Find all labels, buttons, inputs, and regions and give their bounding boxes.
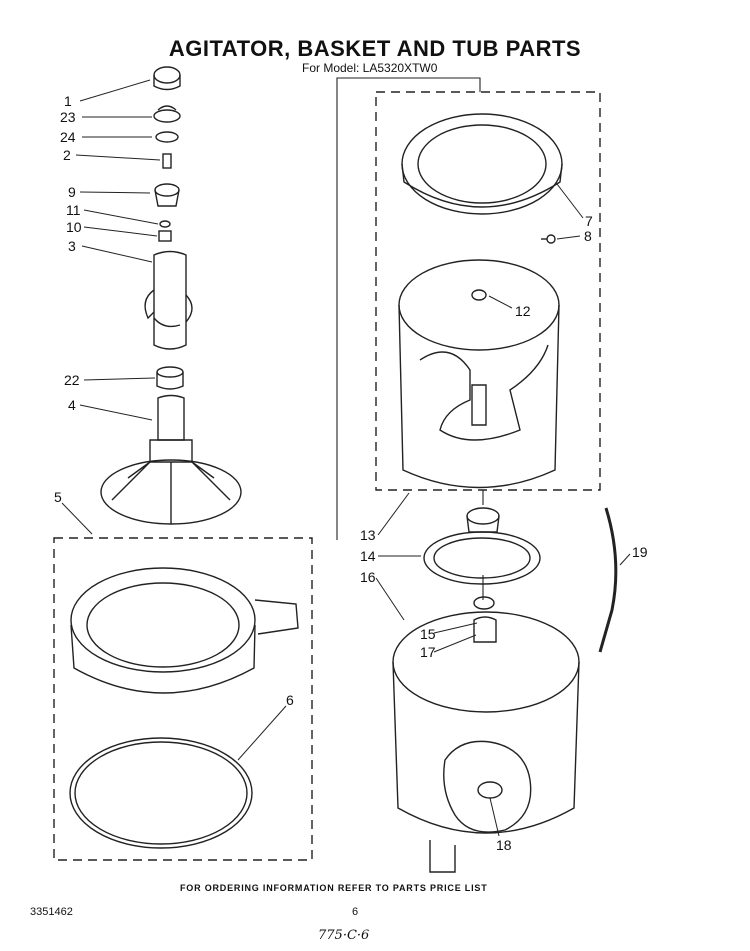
cap-retainer-part: [153, 105, 181, 123]
callout-6: 6: [286, 692, 294, 708]
callout-2: 2: [63, 147, 71, 163]
callout-23: 23: [60, 109, 76, 125]
overflow-hose-part: [598, 507, 618, 653]
document-number: 3351462: [30, 906, 73, 918]
agitator-barrel-part: [144, 250, 193, 350]
callout-13: 13: [360, 527, 376, 543]
callout-5: 5: [54, 489, 62, 505]
model-subtitle: For Model: LA5320XTW0: [302, 61, 438, 75]
callout-1: 1: [64, 93, 72, 109]
callout-11: 11: [66, 202, 81, 218]
page-number: 6: [352, 906, 359, 918]
hub-nut-part: [473, 616, 497, 643]
page-title: AGITATOR, BASKET AND TUB PARTS: [168, 36, 582, 61]
spring-clip-part: [158, 230, 172, 242]
drive-hub-part: [466, 507, 500, 533]
dog-ring-part: [154, 183, 180, 207]
small-washer-part: [159, 220, 171, 228]
callout-19: 19: [632, 544, 648, 560]
hub-seal-part: [473, 596, 495, 610]
tub-cover-plate-part: [423, 531, 541, 585]
callout-4: 4: [68, 397, 76, 413]
tub-gasket-part: [69, 737, 253, 849]
wash-basket-part: [398, 259, 560, 489]
callout-8: 8: [584, 228, 592, 244]
agitator-cap-part: [153, 66, 181, 91]
callout-22: 22: [64, 372, 80, 388]
outer-tub-part: [392, 611, 580, 873]
drive-bell-part: [156, 366, 184, 390]
handwritten-note: 775·C·6: [318, 928, 370, 943]
ordering-notice: FOR ORDERING INFORMATION REFER TO PARTS …: [180, 883, 488, 893]
callout-18: 18: [496, 837, 512, 853]
balance-ring-part: [401, 113, 563, 215]
basket-group-box: [375, 91, 601, 491]
callout-17: 17: [420, 644, 436, 660]
callout-9: 9: [68, 184, 76, 200]
callout-16: 16: [360, 569, 376, 585]
agitator-bolt-part: [162, 153, 172, 169]
callout-24: 24: [60, 129, 76, 145]
tub-ring-part: [70, 567, 299, 694]
seal-ring-part: [155, 131, 179, 143]
callout-12: 12: [515, 303, 531, 319]
group-connector-line: [336, 77, 481, 540]
callout-10: 10: [66, 219, 82, 235]
ring-gasket-group-box: [53, 537, 313, 861]
callout-7: 7: [585, 213, 593, 229]
agitator-base-part: [100, 394, 242, 525]
callout-3: 3: [68, 238, 76, 254]
callout-15: 15: [420, 626, 436, 642]
callout-14: 14: [360, 548, 376, 564]
ring-screw-part: [541, 234, 556, 244]
leader-lines: [61, 79, 631, 837]
